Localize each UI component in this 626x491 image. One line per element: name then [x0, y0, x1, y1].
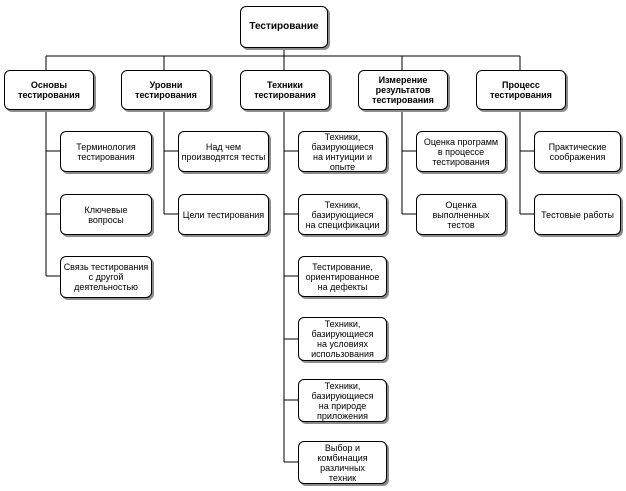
- leaf-node: Оценка выполненных тестов: [416, 194, 506, 235]
- leaf-node: Тестовые работы: [534, 194, 621, 235]
- leaf-label: Цели тестирования: [182, 209, 265, 220]
- leaf-label: Техники, базирующиеся на интуиции и опыт…: [311, 131, 374, 172]
- root-node: Тестирование: [240, 6, 328, 48]
- leaf-label: Техники, базирующиеся на условиях исполь…: [311, 319, 374, 359]
- branch-label: Уровни тестирования: [135, 80, 197, 100]
- branch-node-techniques: Техники тестирования: [240, 70, 330, 110]
- leaf-node: Техники, базирующиеся на спецификации: [298, 194, 387, 235]
- leaf-node: Тестирование, ориентированное на дефекты: [298, 256, 387, 297]
- leaf-node: Терминология тестирования: [60, 131, 152, 172]
- branch-node-measurement: Измерение результатов тестирования: [358, 70, 448, 110]
- leaf-label: Тестовые работы: [541, 209, 614, 220]
- leaf-label: Связь тестирования с другой деятельность…: [63, 262, 149, 292]
- leaf-label: Ключевые вопросы: [84, 204, 128, 225]
- leaf-node: Техники, базирующиеся на природе приложе…: [298, 379, 387, 422]
- leaf-label: Оценка выполненных тестов: [432, 199, 490, 230]
- leaf-node: Выбор и комбинация различных техник: [298, 441, 387, 484]
- leaf-label: Техники, базирующиеся на спецификации: [305, 199, 380, 230]
- leaf-label: Оценка программ в процессе тестирования: [423, 136, 499, 167]
- root-label: Тестирование: [249, 21, 319, 32]
- leaf-node: Связь тестирования с другой деятельность…: [60, 256, 152, 298]
- leaf-node: Ключевые вопросы: [60, 194, 152, 235]
- leaf-label: Выбор и комбинация различных техник: [317, 442, 368, 483]
- leaf-label: Над чем производятся тесты: [181, 141, 266, 162]
- leaf-label: Техники, базирующиеся на природе приложе…: [311, 380, 374, 421]
- branch-label: Основы тестирования: [18, 80, 80, 100]
- leaf-label: Терминология тестирования: [76, 141, 136, 162]
- branch-label: Техники тестирования: [254, 80, 316, 100]
- leaf-node: Цели тестирования: [178, 194, 269, 235]
- branch-node-levels: Уровни тестирования: [121, 70, 211, 110]
- branch-node-fundamentals: Основы тестирования: [4, 70, 94, 110]
- leaf-node: Техники, базирующиеся на интуиции и опыт…: [298, 131, 387, 172]
- leaf-label: Практические соображения: [548, 141, 607, 162]
- branch-label: Процесс тестирования: [490, 80, 552, 100]
- leaf-node: Над чем производятся тесты: [178, 131, 269, 172]
- leaf-node: Практические соображения: [534, 131, 621, 172]
- leaf-node: Техники, базирующиеся на условиях исполь…: [298, 317, 387, 361]
- branch-node-process: Процесс тестирования: [476, 70, 566, 110]
- branch-label: Измерение результатов тестирования: [372, 75, 434, 105]
- leaf-label: Тестирование, ориентированное на дефекты: [305, 261, 380, 292]
- leaf-node: Оценка программ в процессе тестирования: [416, 131, 506, 172]
